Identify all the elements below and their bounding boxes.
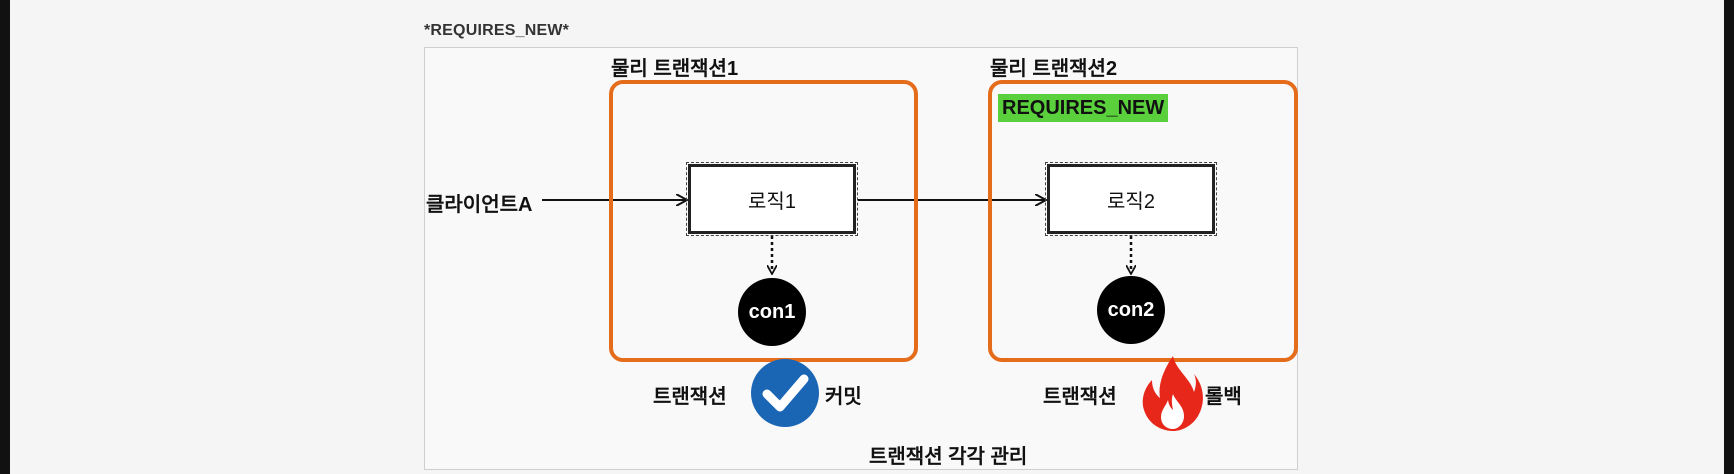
logic1-box: 로직1 — [686, 162, 858, 236]
tx1-box — [609, 80, 918, 362]
tx1-status-prefix: 트랜잭션 — [653, 386, 727, 408]
diagram-heading: *REQUIRES_NEW* — [424, 22, 570, 39]
con2-circle: con2 — [1097, 276, 1165, 344]
tx1-status: 커밋 — [825, 386, 862, 408]
logic2-box: 로직2 — [1045, 162, 1217, 236]
tx2-status: 롤백 — [1205, 386, 1242, 408]
tx1-title: 물리 트랜잭션1 — [611, 58, 739, 80]
right-edge-bar — [1724, 0, 1734, 474]
left-edge-bar — [0, 0, 10, 474]
fire-icon — [1142, 356, 1203, 431]
client-label: 클라이언트A — [426, 194, 533, 216]
check-circle-icon — [751, 359, 819, 427]
requires-new-tag: REQUIRES_NEW — [998, 94, 1169, 122]
tx2-title: 물리 트랜잭션2 — [990, 58, 1118, 80]
tx2-status-prefix: 트랜잭션 — [1043, 386, 1117, 408]
tx2-box — [988, 80, 1298, 362]
footer-caption: 트랜잭션 각각 관리 — [869, 446, 1028, 468]
con1-circle: con1 — [738, 278, 806, 346]
